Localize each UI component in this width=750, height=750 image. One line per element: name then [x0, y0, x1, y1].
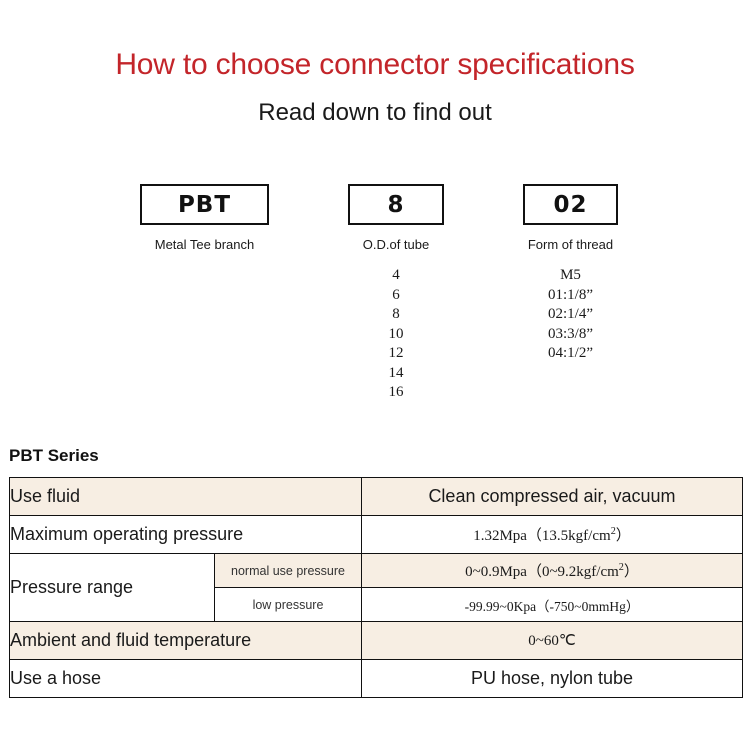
code-option: M5	[560, 267, 581, 283]
row-value-temperature: 0~60℃	[361, 621, 743, 660]
code-option: 04:1/2”	[548, 345, 593, 361]
table-row: Use fluid Clean compressed air, vacuum	[9, 477, 743, 516]
table-row: Use a hose PU hose, nylon tube	[9, 659, 743, 698]
code-column-thread: 02 Form of thread M5 01:1/8” 02:1/4” 03:3/8…	[523, 184, 618, 364]
code-column-series: PBT Metal Tee branch	[140, 184, 269, 266]
code-box-thread-value: 02	[553, 191, 588, 218]
row-sublabel-normal-use-pressure: normal use pressure	[214, 553, 362, 588]
row-label-temperature: Ambient and fluid temperature	[9, 621, 362, 660]
code-options-tube: 4 6 8 10 12 14 16	[348, 266, 444, 403]
row-value-low-pressure: -99.99~0Kpa（-750~0mmHg）	[361, 587, 743, 622]
row-label-use-a-hose: Use a hose	[9, 659, 362, 698]
series-label: PBT Series	[9, 446, 99, 465]
row-value-max-pressure: 1.32Mpa（13.5kgf/cm2）	[361, 515, 743, 554]
code-option: 12	[388, 345, 404, 361]
specifications-table: Use fluid Clean compressed air, vacuum M…	[9, 477, 743, 698]
row-label-pressure-range: Pressure range	[9, 553, 215, 622]
code-caption-series: Metal Tee branch	[154, 237, 255, 252]
page-subtitle: Read down to find out	[258, 99, 492, 126]
code-option: 8	[392, 306, 400, 322]
code-box-tube: 8	[348, 184, 444, 225]
code-column-tube: 8 O.D.of tube 4 6 8 10 12 14 16	[348, 184, 444, 403]
code-box-tube-value: 8	[387, 191, 405, 218]
row-value-use-a-hose: PU hose, nylon tube	[361, 659, 743, 698]
code-option: 16	[388, 384, 404, 400]
code-box-thread: 02	[523, 184, 618, 225]
page-title: How to choose connector specifications	[115, 48, 635, 81]
code-option: 10	[388, 325, 404, 342]
table-row: low pressure -99.99~0Kpa（-750~0mmHg）	[10, 587, 743, 622]
code-option: 01:1/8”	[548, 286, 593, 303]
code-option: 14	[388, 364, 404, 381]
row-sublabel-low-pressure: low pressure	[214, 587, 362, 622]
code-box-series-value: PBT	[177, 191, 232, 218]
code-options-thread: M5 01:1/8” 02:1/4” 03:3/8” 04:1/2”	[523, 266, 618, 364]
code-breakdown-diagram: PBT Metal Tee branch 8 O.D.of tube 4 6 8 10…	[0, 184, 750, 424]
row-label-max-pressure: Maximum operating pressure	[9, 515, 362, 554]
code-option: 6	[392, 286, 400, 303]
row-value-use-fluid: Clean compressed air, vacuum	[361, 477, 743, 516]
code-option: 03:3/8”	[548, 325, 593, 342]
row-value-normal-use-pressure: 0~0.9Mpa（0~9.2kgf/cm2）	[361, 553, 743, 588]
table-row: Maximum operating pressure 1.32Mpa（13.5k…	[9, 515, 743, 554]
code-option: 02:1/4”	[548, 306, 593, 322]
table-row: Pressure range normal use pressure 0~0.9…	[9, 553, 743, 622]
row-label-use-fluid: Use fluid	[9, 477, 362, 516]
code-caption-tube: O.D.of tube	[362, 237, 430, 252]
code-option: 4	[392, 267, 400, 283]
code-box-series: PBT	[140, 184, 269, 225]
table-row: Ambient and fluid temperature 0~60℃	[9, 621, 743, 660]
code-caption-thread: Form of thread	[527, 237, 614, 252]
